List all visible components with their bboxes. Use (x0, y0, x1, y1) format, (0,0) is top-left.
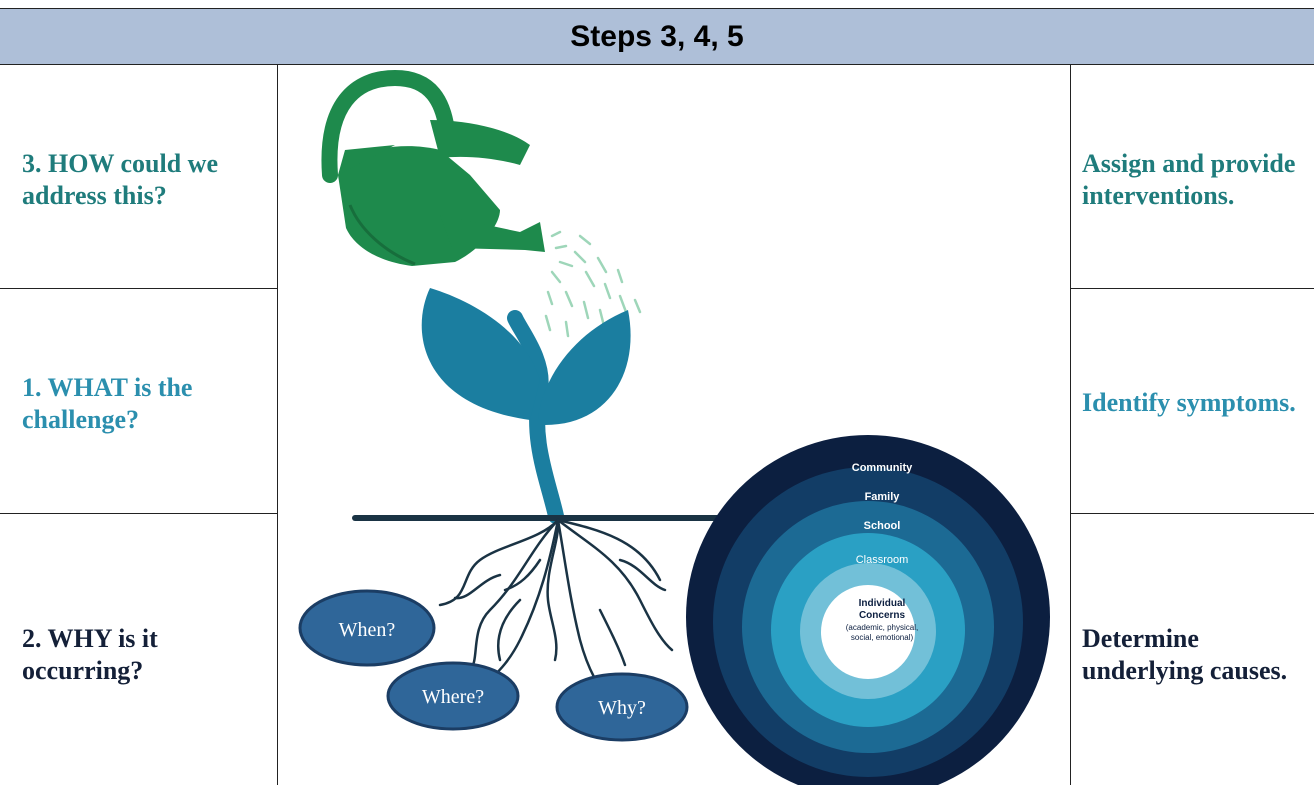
center-label-line1: Individual (859, 598, 906, 609)
root-question-when: When? (298, 589, 436, 667)
ring-label-family: Family (865, 491, 901, 503)
root-question-where-label: Where? (422, 686, 484, 708)
left-step-what-line1: 1. WHAT is the (22, 373, 193, 402)
right-step-identify: Identify symptoms. (1082, 387, 1296, 419)
divider-right-row1 (1070, 288, 1314, 289)
left-step-why-line1: 2. WHY is it (22, 624, 158, 653)
center-label-line2: Concerns (859, 610, 906, 621)
right-step-assign: Assign and provide interventions. (1082, 148, 1295, 212)
left-step-why: 2. WHY is it occurring? (22, 623, 158, 687)
root-question-why: Why? (555, 672, 689, 742)
plant-sprout-icon (421, 288, 631, 524)
divider-left-row2 (0, 513, 277, 514)
water-spray (544, 230, 642, 338)
right-step-assign-line2: interventions. (1082, 181, 1235, 210)
center-sub-line2: social, emotional) (851, 633, 914, 642)
watering-can-icon (321, 69, 545, 266)
divider-left (277, 65, 278, 785)
right-step-assign-line1: Assign and provide (1082, 149, 1296, 178)
left-step-what-line2: challenge? (22, 405, 139, 434)
ring-label-community: Community (852, 462, 913, 474)
root-question-why-label: Why? (598, 697, 646, 719)
ring-label-school: School (864, 520, 901, 532)
left-step-what: 1. WHAT is the challenge? (22, 372, 192, 436)
left-step-how-line2: address this? (22, 181, 167, 210)
right-step-determine-line2: underlying causes. (1082, 656, 1288, 685)
right-step-determine: Determine underlying causes. (1082, 623, 1287, 687)
divider-right (1070, 65, 1071, 785)
ring-label-classroom: Classroom (856, 554, 909, 566)
root-question-where: Where? (386, 661, 520, 731)
right-step-identify-line1: Identify symptoms. (1082, 388, 1296, 417)
center-sub-line1: (academic, physical, (846, 623, 918, 632)
header-title: Steps 3, 4, 5 (0, 8, 1314, 65)
left-step-why-line2: occurring? (22, 656, 144, 685)
divider-left-row1 (0, 288, 277, 289)
ecological-circles: Community Family School Classroom Indivi… (686, 435, 1050, 785)
left-step-how: 3. HOW could we address this? (22, 148, 218, 212)
roots-icon (438, 518, 674, 702)
divider-right-row2 (1070, 513, 1314, 514)
right-step-determine-line1: Determine (1082, 624, 1199, 653)
root-question-when-label: When? (339, 619, 396, 641)
left-step-how-line1: 3. HOW could we (22, 149, 218, 178)
